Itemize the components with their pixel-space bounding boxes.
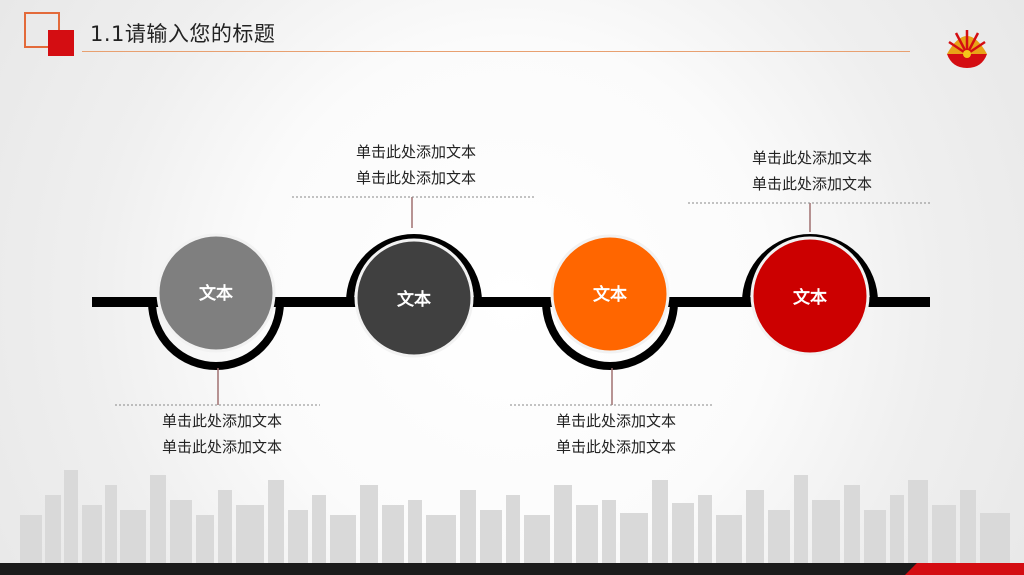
node2-arc	[346, 234, 482, 303]
node2-caption[interactable]: 单击此处添加文本 单击此处添加文本	[316, 139, 516, 191]
node2-circle[interactable]	[354, 238, 474, 358]
node4-caption[interactable]: 单击此处添加文本 单击此处添加文本	[712, 145, 912, 197]
node2-label: 文本	[397, 289, 431, 310]
title-decoration	[24, 12, 76, 58]
node4-caption-line1: 单击此处添加文本	[751, 149, 872, 167]
bottom-red-accent	[905, 563, 1024, 575]
title-underline	[82, 51, 910, 52]
node4-circle[interactable]	[750, 236, 870, 356]
node3-caption[interactable]: 单击此处添加文本 单击此处添加文本	[516, 408, 716, 460]
node3-arc	[542, 301, 678, 370]
node2-caption-line1: 单击此处添加文本	[355, 143, 476, 161]
city-skyline-background	[20, 470, 1010, 565]
node1-label: 文本	[199, 283, 233, 304]
title-deco-red-square	[48, 30, 74, 56]
node2-caption-line2: 单击此处添加文本	[355, 169, 476, 187]
timeline-line	[92, 297, 930, 307]
node3-caption-line1: 单击此处添加文本	[555, 412, 676, 430]
node4-label: 文本	[793, 287, 827, 308]
node3-caption-line2: 单击此处添加文本	[555, 438, 676, 456]
oil-company-shell-logo-icon	[947, 30, 987, 68]
node4-caption-line2: 单击此处添加文本	[751, 175, 872, 193]
bottom-bar	[0, 563, 1024, 575]
node3-label: 文本	[593, 284, 627, 305]
node1-caption[interactable]: 单击此处添加文本 单击此处添加文本	[122, 408, 322, 460]
node3-circle[interactable]	[550, 234, 670, 354]
node1-circle[interactable]	[156, 233, 276, 353]
page-title[interactable]: 1.1请输入您的标题	[90, 22, 276, 46]
node1-caption-line2: 单击此处添加文本	[161, 438, 282, 456]
node1-arc	[148, 301, 284, 370]
node1-caption-line1: 单击此处添加文本	[161, 412, 282, 430]
